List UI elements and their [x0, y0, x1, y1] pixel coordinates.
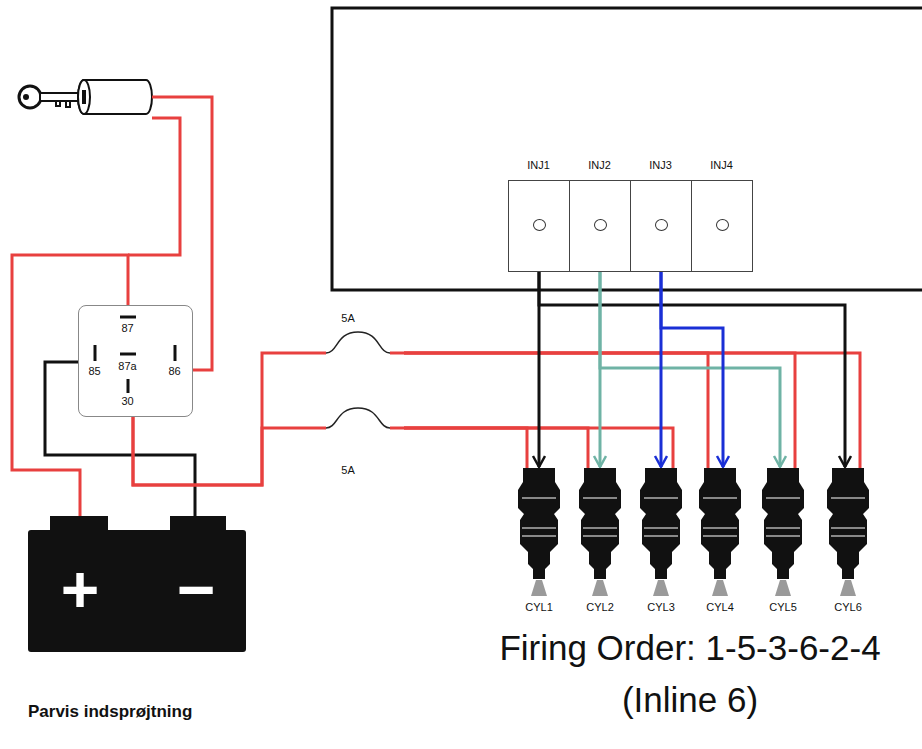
injector-output-pin: INJ2: [569, 180, 631, 272]
pin-name: INJ4: [710, 159, 733, 172]
fuel-injector: CYL6: [818, 468, 878, 620]
signal-wire: [539, 272, 845, 467]
terminal-sign: −: [177, 556, 216, 622]
injector-symbol: [690, 468, 750, 620]
pin-name: INJ2: [588, 159, 611, 172]
injector-output-pin: INJ3: [630, 180, 692, 272]
injector-symbol: [570, 468, 630, 620]
signal-wire: [600, 272, 780, 467]
pin-number: 86: [168, 365, 180, 378]
terminal-sign: +: [61, 556, 100, 622]
injector-output-pin: INJ4: [691, 180, 753, 272]
fuel-injector: CYL5: [753, 468, 813, 620]
fuse-rating: 5A: [341, 312, 354, 325]
ignition-key: [19, 80, 152, 114]
fuse: 5A: [312, 400, 404, 484]
pin-hole: [594, 219, 607, 231]
pin-number: 87a: [118, 360, 136, 373]
injector-symbol: [509, 468, 569, 620]
pin-number: 85: [88, 365, 100, 378]
injector-output-pin: INJ1: [508, 180, 570, 272]
firing-order-note: (Inline 6): [622, 680, 758, 720]
fuse: 5A: [312, 312, 404, 362]
pin-name: INJ1: [527, 159, 550, 172]
pin-hole: [716, 219, 729, 231]
fuel-injector: CYL4: [690, 468, 750, 620]
cylinder-label: CYL1: [525, 601, 553, 614]
fuel-injector: CYL3: [631, 468, 691, 620]
signal-wire: [661, 272, 723, 467]
cylinder-label: CYL3: [647, 601, 675, 614]
firing-order-note: Firing Order: 1-5-3-6-2-4: [499, 628, 880, 668]
injector-symbol: [818, 468, 878, 620]
injector-symbol: [631, 468, 691, 620]
ecu-housing: [332, 8, 922, 290]
cylinder-label: CYL5: [769, 601, 797, 614]
fuel-injector: CYL1: [509, 468, 569, 620]
power-wire: [404, 428, 588, 468]
fuse-rating: 5A: [341, 464, 354, 477]
pin-hole: [533, 219, 546, 231]
cylinder-label: CYL4: [706, 601, 734, 614]
supply-wire: [128, 118, 180, 255]
pin-number: 30: [121, 395, 133, 408]
injector-symbol: [753, 468, 813, 620]
pin-name: INJ3: [649, 159, 672, 172]
power-wire: [133, 417, 312, 485]
cylinder-label: CYL2: [586, 601, 614, 614]
power-wire: [404, 353, 860, 468]
fuel-injector: CYL2: [570, 468, 630, 620]
power-wire: [404, 428, 527, 468]
fuse-symbol: [312, 400, 404, 484]
relay-box: 87 85 87a 86 30: [78, 305, 193, 417]
cylinder-label: CYL6: [834, 601, 862, 614]
caption: Parvis indsprøjtning: [28, 702, 192, 722]
pin-number: 87: [121, 322, 133, 335]
battery: +−: [28, 516, 246, 652]
pin-hole: [655, 219, 668, 231]
fuse-symbol: [312, 312, 404, 362]
